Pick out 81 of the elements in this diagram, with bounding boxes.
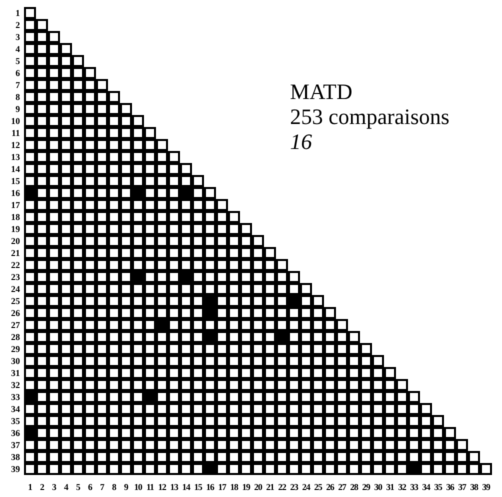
column-number: 10 (133, 482, 144, 492)
row-number: 19 (10, 224, 20, 234)
row-number: 38 (10, 452, 20, 462)
column-number: 9 (123, 482, 130, 492)
row-number: 34 (10, 404, 20, 414)
row-number: 21 (10, 248, 20, 258)
column-number: 12 (157, 482, 168, 492)
column-number: 24 (301, 482, 312, 492)
column-number: 2 (39, 482, 46, 492)
column-number: 34 (421, 482, 432, 492)
row-number: 6 (14, 68, 20, 78)
marked-count: 16 (290, 130, 312, 154)
row-number: 7 (14, 80, 20, 90)
column-number: 16 (205, 482, 216, 492)
column-number: 4 (63, 482, 70, 492)
row-number: 26 (10, 308, 20, 318)
column-number: 29 (361, 482, 372, 492)
row-number: 11 (10, 128, 20, 138)
row-number: 13 (10, 152, 20, 162)
row-number: 15 (10, 176, 20, 186)
row-number: 10 (10, 116, 20, 126)
row-number: 8 (14, 92, 20, 102)
column-number: 38 (469, 482, 480, 492)
column-number: 20 (253, 482, 264, 492)
comparison-count: 253 comparaisons (290, 105, 450, 129)
column-number: 28 (349, 482, 360, 492)
column-number: 39 (481, 482, 492, 492)
column-number: 7 (99, 482, 106, 492)
row-number: 3 (14, 32, 20, 42)
column-number: 6 (87, 482, 94, 492)
column-number: 27 (337, 482, 348, 492)
row-number: 27 (10, 320, 20, 330)
row-number: 9 (14, 104, 20, 114)
column-number: 14 (181, 482, 192, 492)
column-number: 22 (277, 482, 288, 492)
row-number: 5 (14, 56, 20, 66)
row-number: 35 (10, 416, 20, 426)
column-number: 33 (409, 482, 420, 492)
row-number: 37 (10, 440, 20, 450)
column-number: 32 (397, 482, 408, 492)
column-number: 15 (193, 482, 204, 492)
row-number: 32 (10, 380, 20, 390)
column-number: 25 (313, 482, 324, 492)
column-number: 35 (433, 482, 444, 492)
row-number: 18 (10, 212, 20, 222)
row-number: 12 (10, 140, 20, 150)
row-number: 31 (10, 368, 20, 378)
row-number: 36 (10, 428, 20, 438)
row-number: 4 (14, 44, 20, 54)
column-number: 13 (169, 482, 180, 492)
column-number: 21 (265, 482, 275, 492)
matrix-title: MATD (290, 80, 352, 104)
column-number: 5 (75, 482, 82, 492)
row-number: 30 (10, 356, 20, 366)
column-number: 30 (373, 482, 384, 492)
column-number: 31 (385, 482, 395, 492)
row-number: 28 (10, 332, 20, 342)
row-number: 17 (10, 200, 20, 210)
row-number: 33 (10, 392, 20, 402)
column-number: 19 (241, 482, 252, 492)
column-number: 18 (229, 482, 240, 492)
column-number: 11 (145, 482, 155, 492)
row-number: 39 (10, 464, 20, 474)
column-number: 36 (445, 482, 456, 492)
row-number: 23 (10, 272, 20, 282)
row-number: 22 (10, 260, 20, 270)
column-number: 1 (27, 482, 33, 492)
row-number: 14 (10, 164, 20, 174)
row-number: 24 (10, 284, 20, 294)
column-number: 8 (111, 482, 118, 492)
row-number: 20 (10, 236, 20, 246)
column-number: 26 (325, 482, 336, 492)
column-number: 17 (217, 482, 228, 492)
row-number: 25 (10, 296, 20, 306)
column-number: 3 (51, 482, 58, 492)
column-number: 23 (289, 482, 300, 492)
row-number: 2 (14, 20, 20, 30)
column-number: 37 (457, 482, 468, 492)
row-number: 16 (10, 188, 20, 198)
row-number: 29 (10, 344, 20, 354)
row-number: 1 (14, 8, 20, 18)
